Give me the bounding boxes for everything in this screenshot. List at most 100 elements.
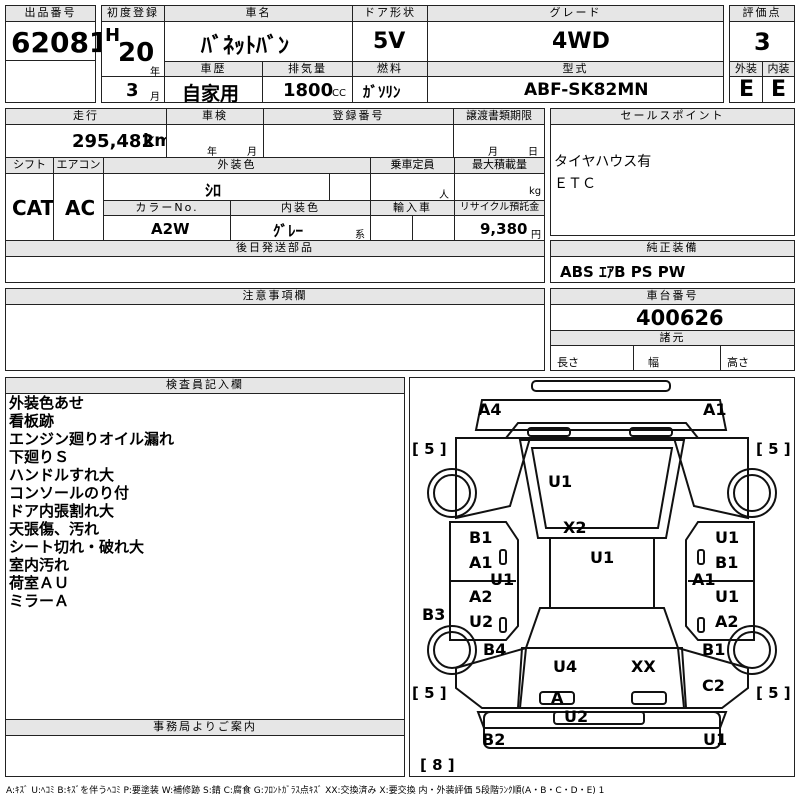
damage-mark: U1 [548,472,573,491]
inspector-note: ハンドルすれ大 [9,466,115,484]
office-notice-header: 事務局よりご案内 [5,719,405,736]
lot-no-blank [5,60,96,103]
transfer-day: 日 [528,147,538,158]
ext-color-cell: ｼﾛ [103,173,330,201]
tread-depth: [ 5 ] [412,684,447,702]
damage-mark: U1 [490,570,515,589]
inspector-note: コンソールのり付 [9,484,130,502]
width-label: 幅 [648,356,659,369]
kg-unit: kg [529,186,542,197]
damage-mark: U4 [553,657,578,676]
lot-no-cell: 62081 [5,21,108,61]
damage-mark: B3 [422,605,446,624]
grade-value: 4WD [552,29,610,54]
damage-mark: U2 [469,612,494,631]
door-value: 5V [373,29,406,54]
aircon-value: AC [65,196,96,220]
color-no-value: A2W [151,220,190,238]
inspector-header: 検査員記入欄 [5,377,405,394]
width-cell: 幅 [633,345,721,371]
model-code-value: ABF-SK82MN [524,80,649,100]
chassis-no-cell: 400626 [550,304,795,331]
displacement-header: 排気量 [262,61,353,77]
length-cell: 長さ [550,345,634,371]
damage-mark: B2 [482,730,506,749]
car-history-value: 自家用 [182,83,240,105]
ext-color-header: 外装色 [103,157,371,174]
era-value: H [105,25,121,46]
caution-cell [5,304,545,371]
score-cell: 3 [729,21,795,62]
grade-cell: 4WD [427,21,724,62]
year-unit: 年 [150,67,160,78]
caution-header: 注意事項欄 [5,288,545,305]
length-label: 長さ [557,356,579,369]
inspector-note: 下廻りＳ [9,448,70,466]
capacity-cell: 人 [370,173,455,201]
recycle-value: 9,380 [480,220,528,238]
car-name-header: 車名 [164,5,353,22]
yen-unit: 円 [531,230,541,241]
car-outline-svg [427,380,777,749]
reg-month-cell: 3 月 [101,76,165,103]
inspector-notes: 外装色あせ 看板跡 エンジン廻りオイル漏れ 下廻りＳ ハンドルすれ大 コンソール… [5,393,405,720]
import-header: 輸入車 [370,200,455,216]
color-no-cell: A2W [103,215,231,241]
aircon-cell: AC [53,173,104,241]
mileage-value: 295,482 [72,131,154,152]
fuel-cell: ｶﾞｿﾘﾝ [352,76,428,103]
height-label: 高さ [727,356,749,369]
fuel-header: 燃料 [352,61,428,77]
transfer-doc-header: 譲渡書類期限 [453,108,545,125]
lot-no-header: 出品番号 [5,5,96,22]
damage-mark: C2 [702,676,725,695]
tread-depth: [ 5 ] [412,440,447,458]
sales-point-line: ＥＴＣ [554,176,596,192]
inspection-year: 年 [207,147,217,158]
damage-mark: U1 [590,548,615,567]
import-cell-b [412,215,455,241]
damage-mark: A1 [469,553,493,572]
first-reg-cell: H 20 年 [101,21,165,78]
later-parts-header: 後日発送部品 [5,240,545,257]
lot-no-value: 62081 [11,26,109,59]
chassis-no-header: 車台番号 [550,288,795,305]
interior-header: 内装 [762,61,795,77]
inspector-note: エンジン廻りオイル漏れ [9,430,175,448]
inspector-note: 外装色あせ [9,394,85,412]
car-history-cell: 自家用 [164,76,263,105]
office-notice-cell [5,735,405,777]
height-cell: 高さ [720,345,795,371]
damage-mark: U1 [715,587,740,606]
int-color-header: 内装色 [230,200,371,216]
fuel-value: ｶﾞｿﾘﾝ [363,83,401,101]
import-cell-a [370,215,413,241]
inspector-note: 看板跡 [9,412,55,430]
reg-month-value: 3 [126,80,139,101]
damage-mark: B4 [483,640,507,659]
chassis-no-value: 400626 [636,306,724,330]
interior-value: E [771,77,787,102]
tread-depth: [ 8 ] [420,756,455,774]
damage-mark: B1 [702,640,726,659]
grade-header: グレード [427,5,724,22]
inspector-note: 荷室ＡＵ [9,574,70,592]
genuine-equip-value: ABS ｴｱB PS PW [560,263,686,281]
int-color-value: ｸﾞﾚｰ [273,222,304,240]
inspector-note: ミラーＡ [9,592,70,610]
damage-mark: A [551,688,564,707]
inspection-header: 車検 [166,108,264,125]
car-history-header: 車歴 [164,61,263,77]
color-no-header: カラーNo. [103,200,231,216]
reg-year-value: 20 [118,38,155,68]
damage-mark: B1 [469,528,493,547]
inspector-note: 室内汚れ [9,556,70,574]
mileage-header: 走行 [5,108,167,125]
displacement-value: 1800 [283,80,334,101]
reg-no-header: 登録番号 [263,108,454,125]
inspector-note: 天張傷、汚れ [9,520,100,538]
damage-mark: U1 [703,730,728,749]
damage-mark: A2 [715,612,739,631]
exterior-header: 外装 [729,61,763,77]
km-unit: km [143,131,173,151]
